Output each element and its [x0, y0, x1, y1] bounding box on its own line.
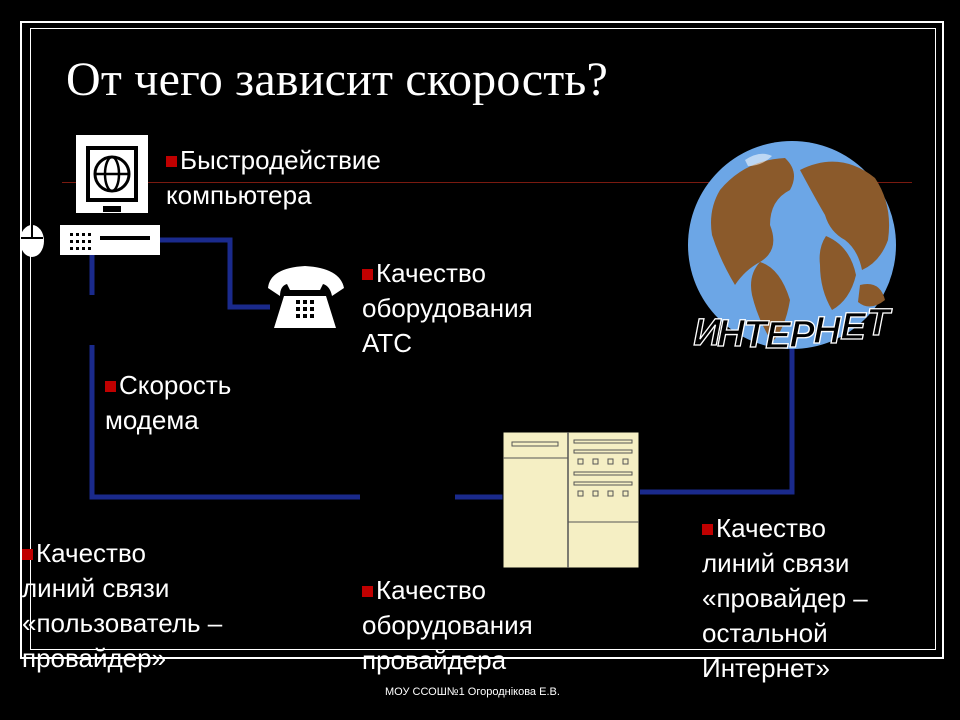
slide-inner-frame — [30, 28, 936, 650]
internet-letter: Т — [866, 302, 892, 344]
internet-letter: Т — [743, 314, 769, 356]
label-provider-equipment: Качество оборудования провайдера — [362, 575, 533, 675]
slide-footer: МОУ ССОШ№1 Огороднікова Е.В. — [385, 686, 560, 698]
slide-title: От чего зависит скорость? — [66, 53, 609, 106]
internet-letter: Е — [765, 315, 792, 357]
label-user-provider-lines: Качество линий связи «пользователь – про… — [22, 538, 223, 673]
internet-letter: Р — [789, 314, 815, 356]
system-unit-icon — [60, 225, 160, 255]
label-computer-speed: Быстродействие компьютера — [166, 145, 381, 210]
internet-letter: Н — [813, 310, 842, 352]
server-rack-icon — [502, 431, 640, 569]
user-to-provider-line — [89, 345, 360, 500]
bullet-icon — [105, 381, 116, 392]
bullet-icon — [362, 269, 373, 280]
bullet-icon — [166, 156, 177, 167]
telephone-icon — [268, 266, 344, 328]
label-provider-internet-lines: Качество линий связи «провайдер – осталь… — [702, 513, 868, 683]
internet-caption: И Н Т Е Р Н Е Т — [693, 301, 893, 357]
computer-to-phone-line — [160, 237, 270, 310]
computer-monitor-icon — [76, 135, 148, 213]
internet-letter: Н — [717, 313, 746, 355]
label-ats-equipment: Качество оборудования АТС — [362, 258, 533, 358]
provider-to-internet-line — [640, 345, 795, 495]
slide-outer-frame — [20, 21, 944, 659]
bullet-icon — [362, 586, 373, 597]
internet-letter: Е — [840, 306, 867, 348]
bullet-icon — [22, 549, 33, 560]
globe-icon — [688, 141, 896, 349]
label-modem-speed: Скорость модема — [105, 370, 232, 435]
internet-letter: И — [693, 312, 721, 354]
connection-lines — [89, 237, 795, 500]
mouse-icon — [20, 225, 44, 257]
title-divider-line — [62, 182, 912, 183]
bullet-icon — [702, 524, 713, 535]
